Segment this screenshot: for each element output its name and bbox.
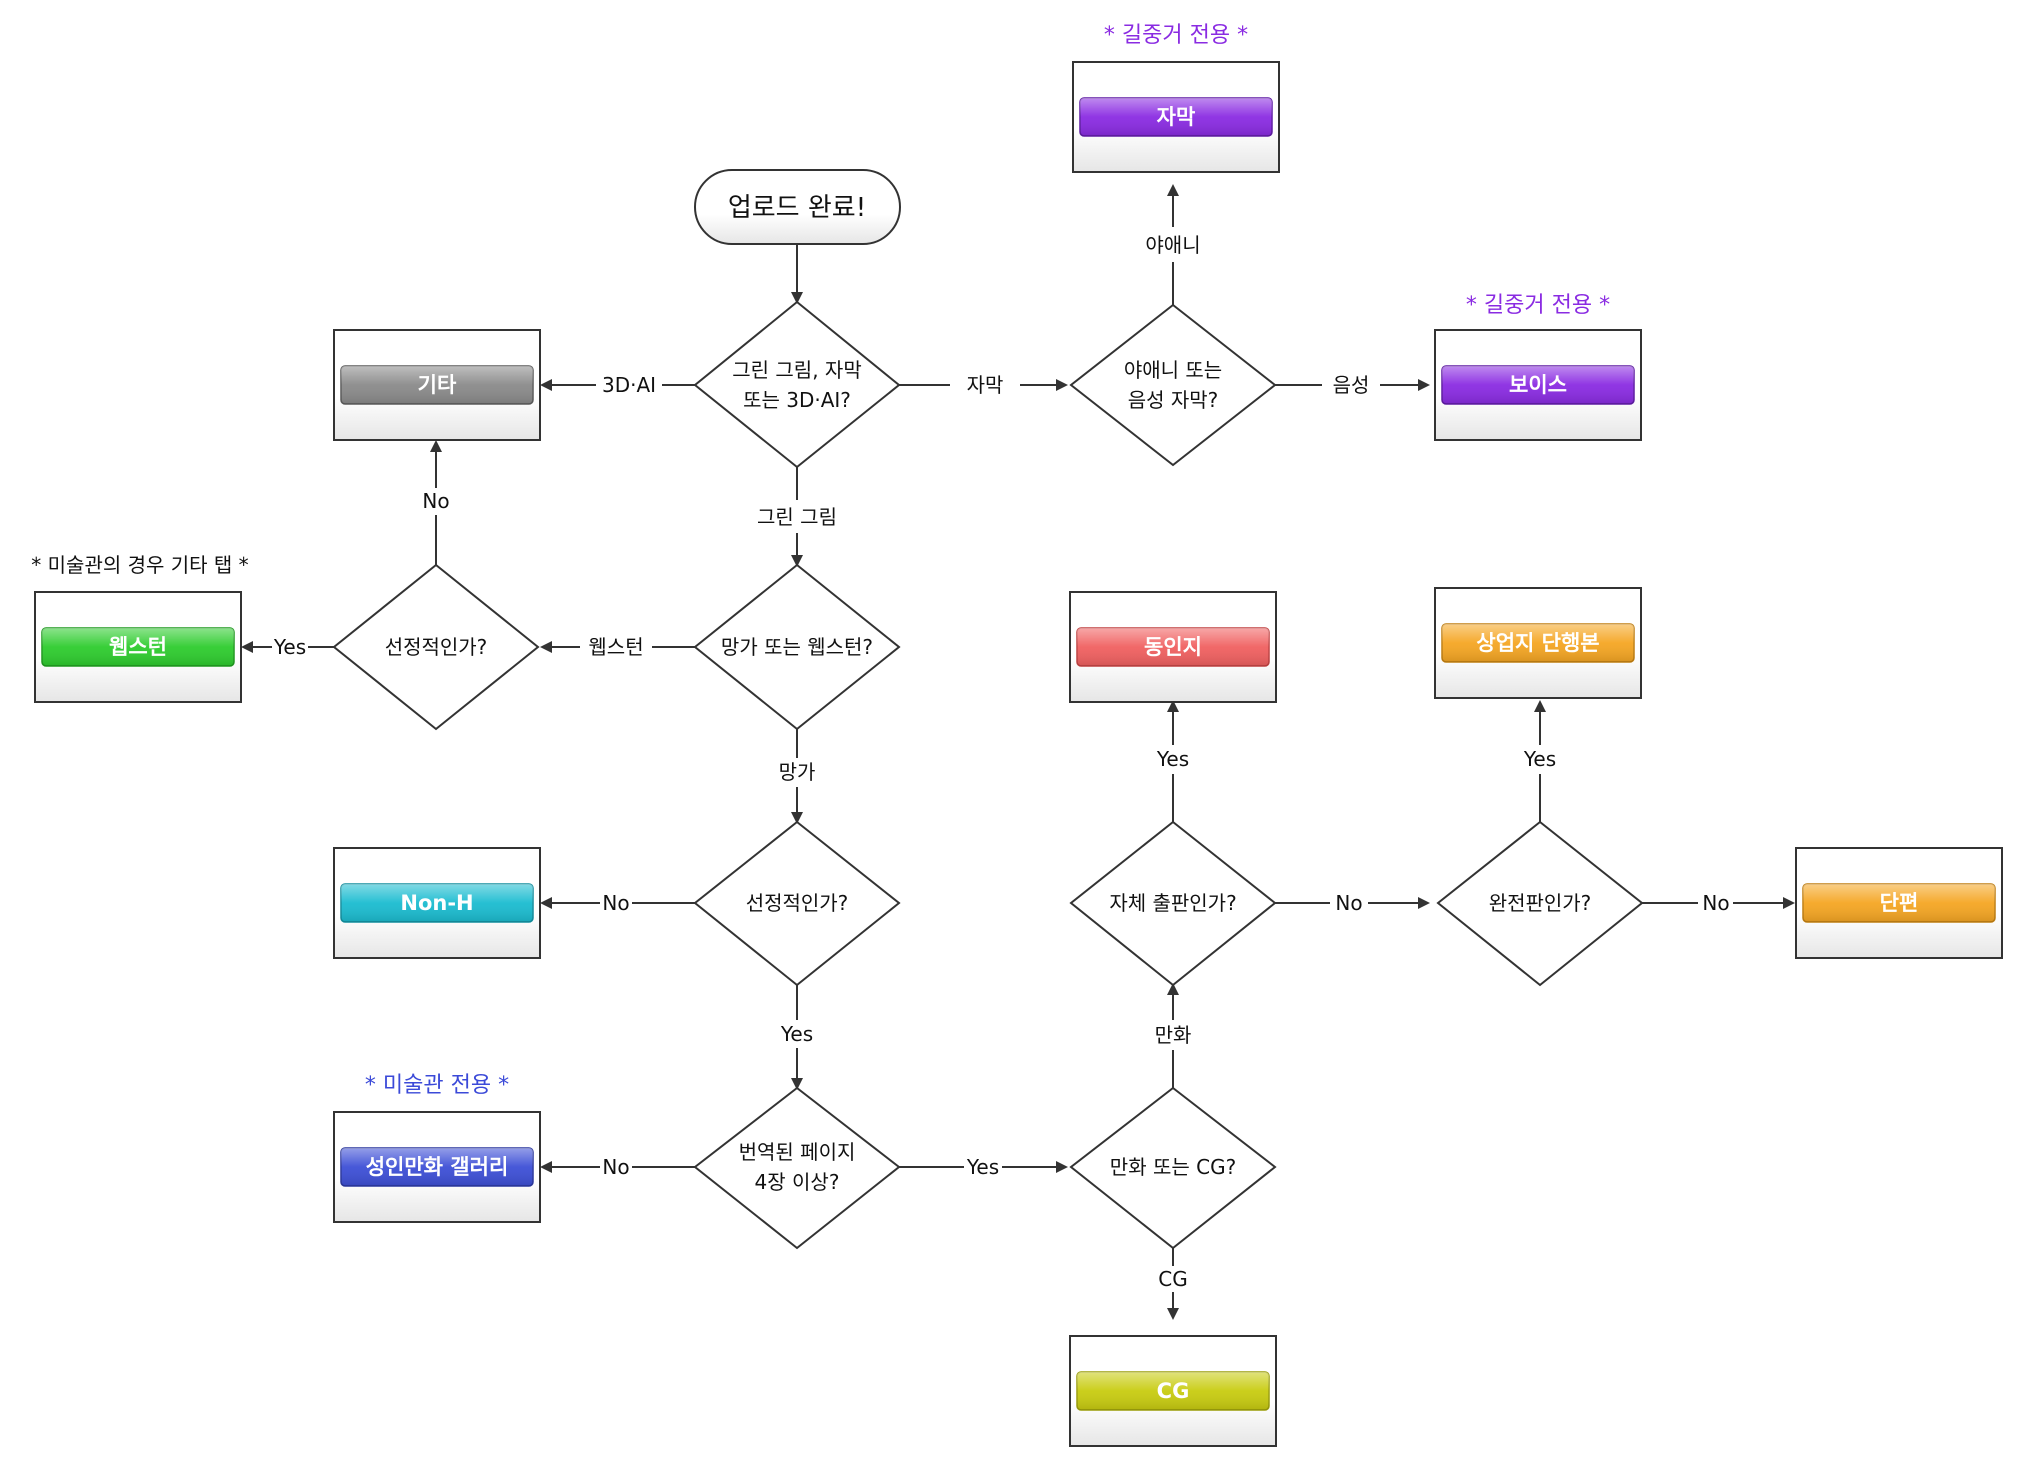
edge-label-d4-up: No <box>422 489 449 513</box>
decision-d8 <box>1069 820 1277 987</box>
outcome-jamak: 자막 <box>1072 61 1280 173</box>
connectors <box>241 184 1795 1320</box>
start-label: 업로드 완료! <box>728 193 866 223</box>
start-node: 업로드 완료! <box>694 169 901 245</box>
outcome-doujin-label: 동인지 <box>1144 635 1202 659</box>
outcome-short-label: 단편 <box>1880 891 1919 915</box>
outcome-boxes: 기타 자막 보이스 웹스턴 Non-H <box>34 61 2003 1447</box>
outcome-adult-label: 성인만화 갤러리 <box>366 1155 509 1179</box>
outcome-voice: 보이스 <box>1434 329 1642 441</box>
edge-label-d3-down: 망가 <box>779 760 816 784</box>
edge-label-d1-right: 자막 <box>967 373 1004 397</box>
edge-label-d9-right: No <box>1702 891 1729 915</box>
outcome-doujin: 동인지 <box>1069 591 1277 703</box>
edge-label-d9-up: Yes <box>1523 747 1556 771</box>
edge-label-d7-up: 만화 <box>1155 1023 1192 1047</box>
decision-d2 <box>1069 303 1277 467</box>
outcome-short: 단편 <box>1795 847 2003 959</box>
edge-label-d4-left: Yes <box>273 635 306 659</box>
outcome-voice-label: 보이스 <box>1509 373 1567 397</box>
decision-d8-line1: 자체 출판인가? <box>1109 891 1236 915</box>
edge-labels: 3D·AI 자막 그린 그림 야애니 음성 웹스턴 망가 No Yes No Y… <box>273 233 1730 1291</box>
note-jamak: * 길중거 전용 * <box>1104 23 1248 48</box>
decision-d5 <box>693 820 901 987</box>
edge-label-d8-up: Yes <box>1156 747 1189 771</box>
notes: * 길중거 전용 * * 길중거 전용 * * 미술관의 경우 기타 탭 * *… <box>31 23 1610 1098</box>
edge-label-d1-left: 3D·AI <box>602 373 656 397</box>
decision-d1 <box>693 300 901 469</box>
note-adult: * 미술관 전용 * <box>365 1073 509 1098</box>
decision-d4-line1: 선정적인가? <box>385 635 488 659</box>
outcome-webtoon-label: 웹스턴 <box>109 635 167 659</box>
decision-d6 <box>693 1086 901 1250</box>
edge-label-d7-down: CG <box>1158 1267 1187 1291</box>
outcome-adult: 성인만화 갤러리 <box>333 1111 541 1223</box>
decision-d3-line1: 망가 또는 웹스턴? <box>721 635 873 659</box>
decision-d6-line1: 번역된 페이지 <box>739 1140 856 1164</box>
outcome-gita-label: 기타 <box>418 373 457 397</box>
edge-label-d6-left: No <box>602 1155 629 1179</box>
decision-d9 <box>1436 820 1644 987</box>
decision-d1-line1: 그린 그림, 자막 <box>732 358 861 382</box>
edge-label-d5-down: Yes <box>780 1022 813 1046</box>
edge-label-d1-down: 그린 그림 <box>757 505 837 529</box>
decision-d7 <box>1069 1086 1277 1250</box>
edge-label-d2-right: 음성 <box>1333 373 1370 397</box>
decision-d7-line1: 만화 또는 CG? <box>1110 1155 1236 1179</box>
edge-label-d6-right: Yes <box>966 1155 999 1179</box>
decision-d1-line2: 또는 3D·AI? <box>743 388 851 412</box>
edge-label-d5-left: No <box>602 891 629 915</box>
decision-d6-line2: 4장 이상? <box>755 1170 840 1194</box>
outcome-commercial-label: 상업지 단행본 <box>1476 631 1599 655</box>
outcome-webtoon: 웹스턴 <box>34 591 242 703</box>
outcome-jamak-label: 자막 <box>1157 105 1196 129</box>
decision-d2-line2: 음성 자막? <box>1128 388 1219 412</box>
outcome-commercial: 상업지 단행본 <box>1434 587 1642 699</box>
note-voice: * 길중거 전용 * <box>1466 293 1610 318</box>
edge-label-d3-left: 웹스턴 <box>588 635 643 659</box>
edge-label-d8-right: No <box>1335 891 1362 915</box>
edge-label-d2-up: 야애니 <box>1145 233 1200 257</box>
decision-d4 <box>332 563 540 731</box>
decision-d9-line1: 완전판인가? <box>1489 891 1592 915</box>
decision-d3 <box>693 563 901 731</box>
outcome-cg: CG <box>1069 1335 1277 1447</box>
decision-d2-line1: 야애니 또는 <box>1124 358 1222 382</box>
outcome-gita: 기타 <box>333 329 541 441</box>
outcome-cg-label: CG <box>1157 1379 1190 1403</box>
note-webtoon: * 미술관의 경우 기타 탭 * <box>31 553 248 577</box>
decision-nodes: 그린 그림, 자막 또는 3D·AI? 야애니 또는 음성 자막? 망가 또는 … <box>332 300 1644 1250</box>
outcome-nonh-label: Non-H <box>400 891 473 915</box>
decision-d5-line1: 선정적인가? <box>746 891 849 915</box>
outcome-nonh: Non-H <box>333 847 541 959</box>
